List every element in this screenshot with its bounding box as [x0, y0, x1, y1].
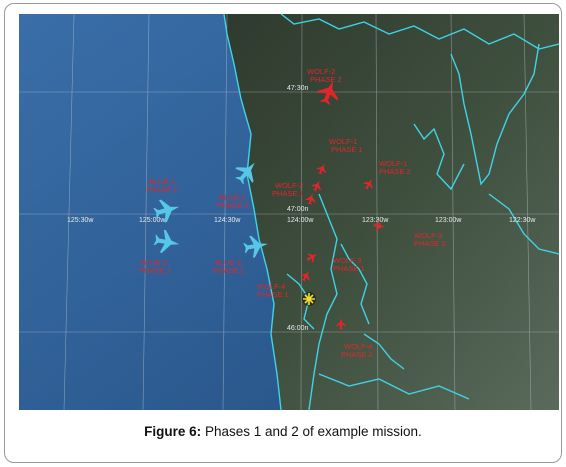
- figure-label: Figure 6:: [144, 424, 202, 439]
- target-marker-icon[interactable]: [302, 292, 316, 306]
- lon-label-125-30: 125:30w: [67, 217, 94, 224]
- figure-caption-text: Phases 1 and 2 of example mission.: [201, 424, 422, 439]
- lat-label-46-00: 46:00n: [287, 325, 309, 332]
- land-area: [224, 14, 559, 410]
- map-graticule: [19, 14, 559, 410]
- lon-label-125-00: 125:00w: [139, 217, 166, 224]
- lon-label-123-00: 123:00w: [435, 217, 462, 224]
- lon-label-123-30: 123:30w: [362, 217, 389, 224]
- lon-label-122-30: 122:30w: [509, 217, 536, 224]
- lon-label-124-00: 124:00w: [287, 217, 314, 224]
- lat-label-47-00: 47:00n: [287, 206, 309, 213]
- figure-caption: Figure 6: Phases 1 and 2 of example miss…: [0, 424, 566, 439]
- coastline: [223, 14, 559, 410]
- tactical-map[interactable]: 125:30w 125:00w 124:30w 124:00w 123:30w …: [19, 14, 559, 410]
- lat-label-47-30: 47:30n: [287, 85, 309, 92]
- lon-label-124-30: 124:30w: [214, 217, 241, 224]
